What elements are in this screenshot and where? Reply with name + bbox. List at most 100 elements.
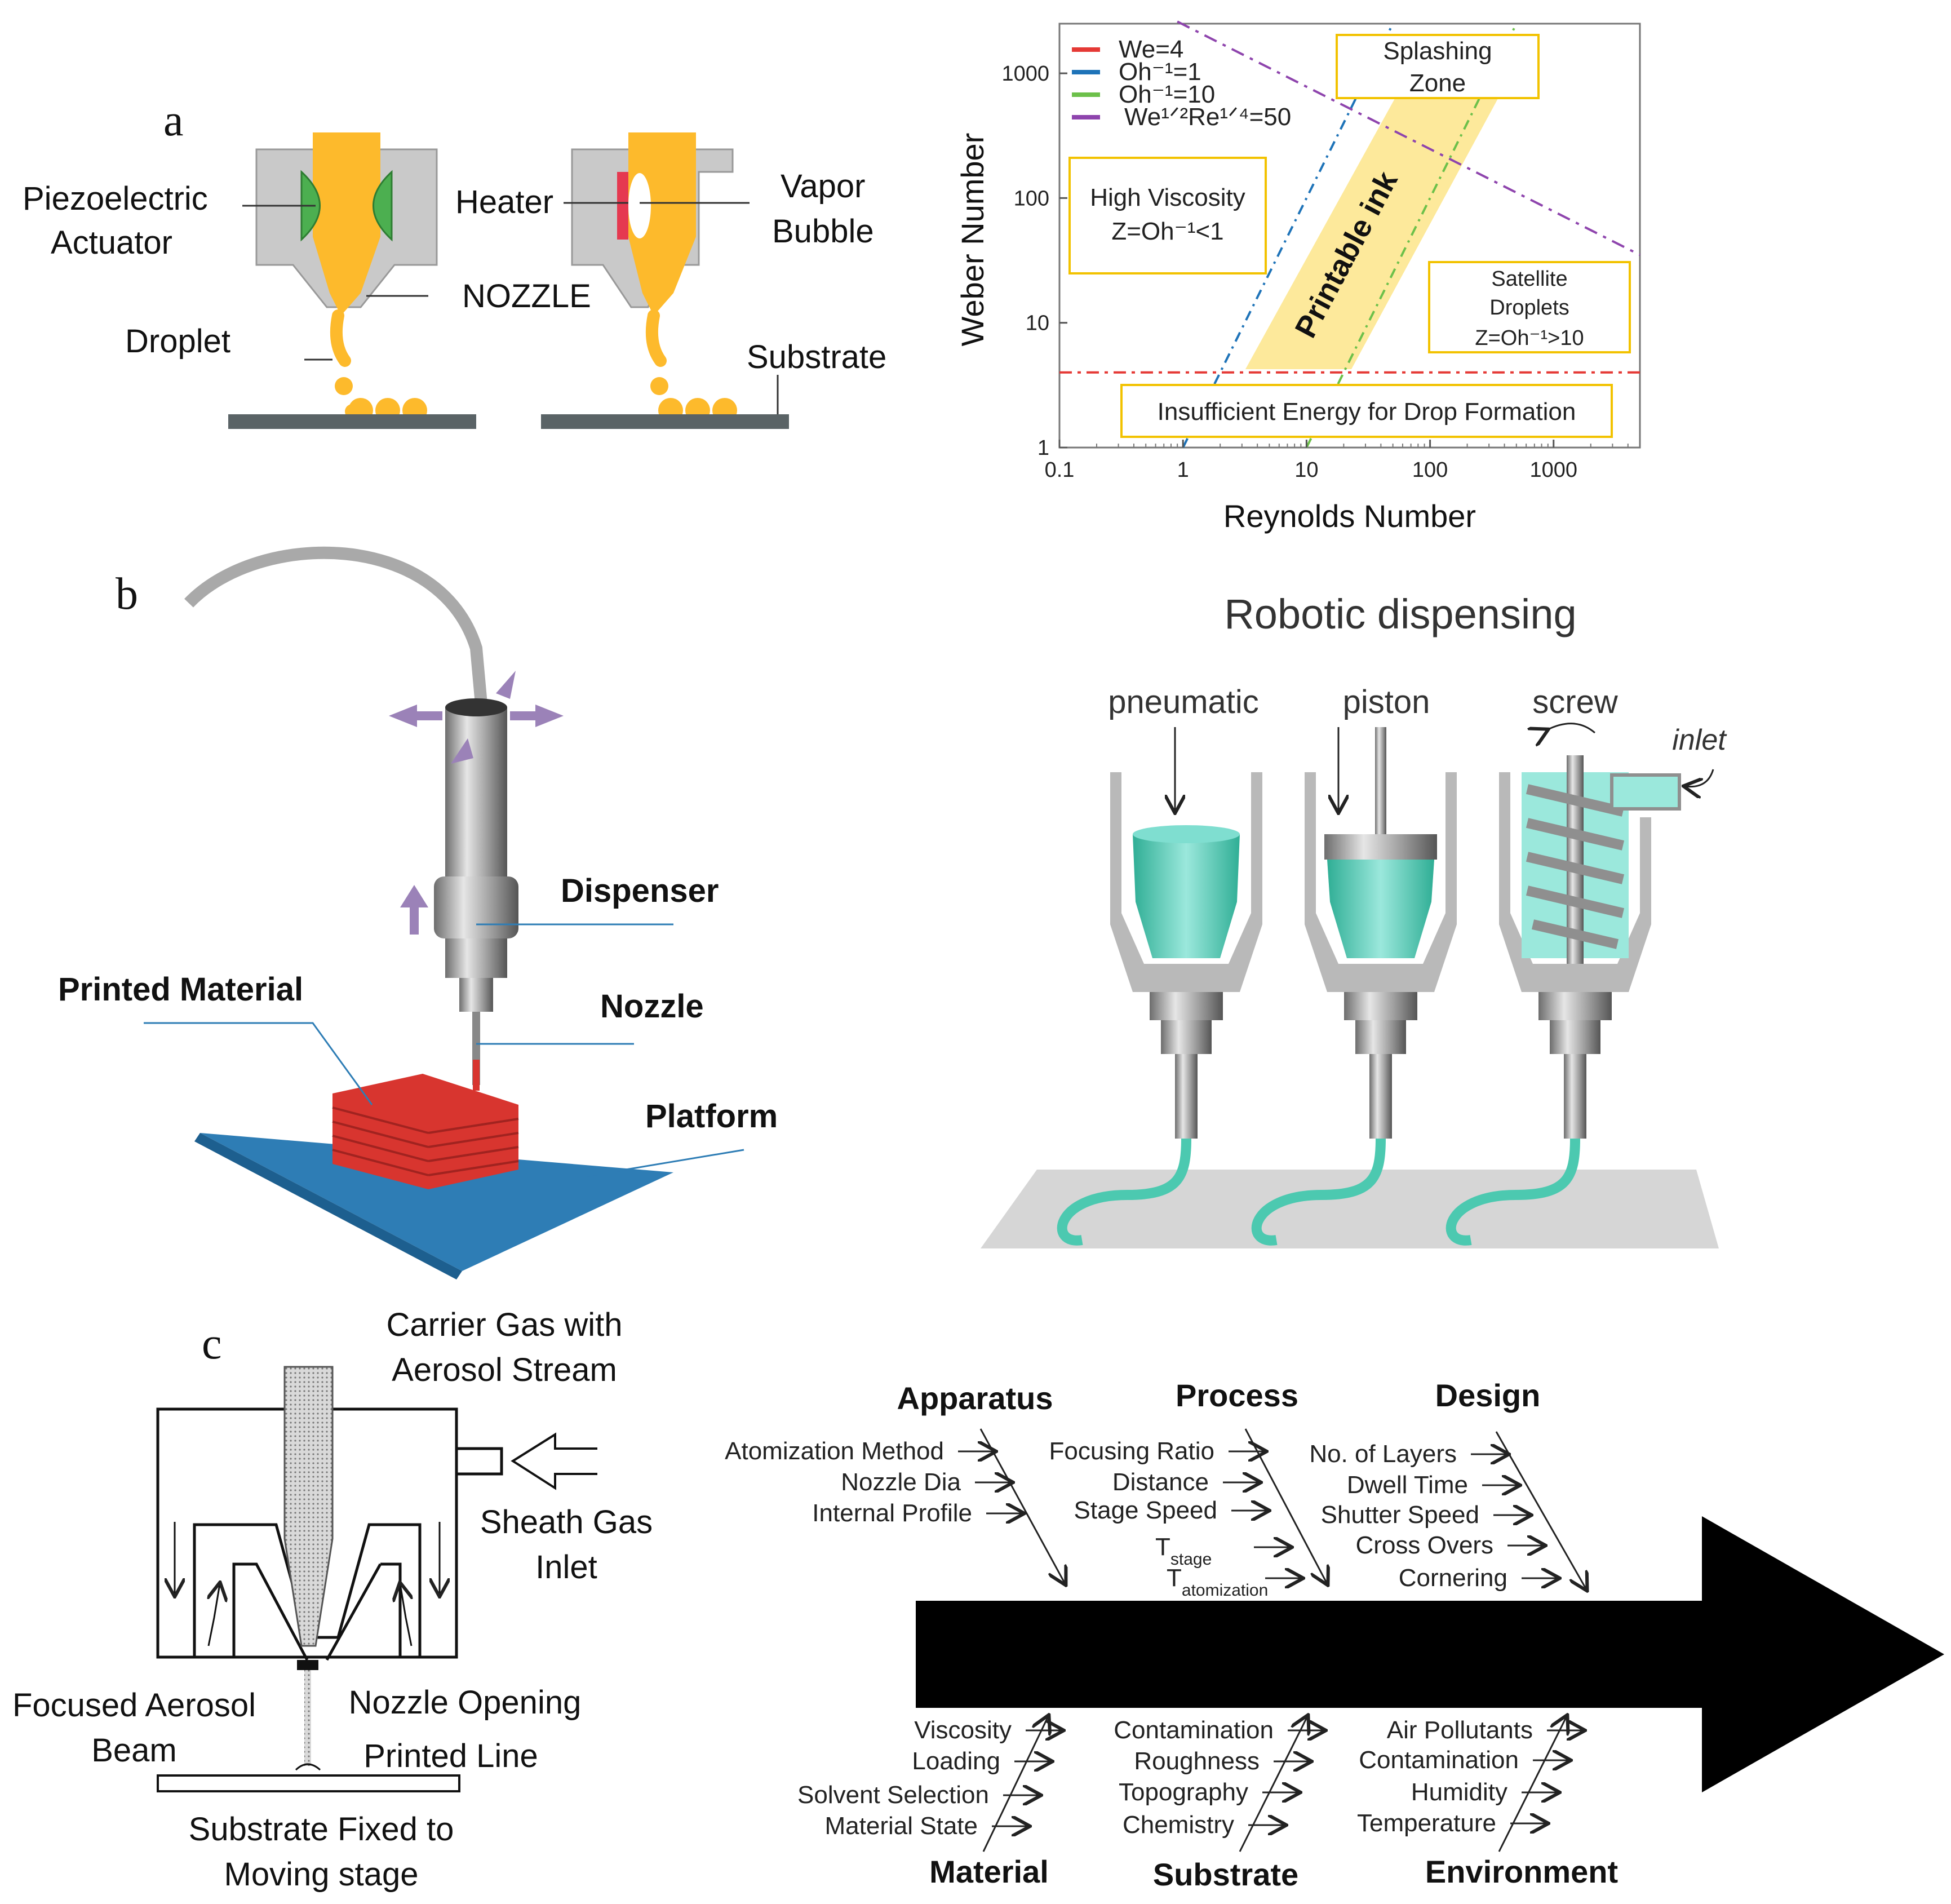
substrate-label: Substrate [747,339,886,375]
piston-dispenser [1251,727,1457,1246]
cause-label: Viscosity [914,1716,1012,1744]
legend-label-0: We=4 [1119,36,1183,63]
cause-label: Contamination [1114,1716,1274,1744]
robotic-title: Robotic dispensing [1224,591,1576,637]
piezo-label-1: Piezoelectric [23,180,208,217]
inkjet-schematic: a [23,96,886,429]
category-material: Material [929,1854,1049,1889]
legend: We=4 Oh⁻¹=1 Oh⁻¹=10 We¹ᐟ²Re¹ᐟ⁴=50 [1072,36,1291,131]
splashing-label-2: Zone [1409,69,1466,97]
cause-label: Atomization Method [725,1437,944,1465]
category-design: Design [1435,1378,1541,1413]
cause-label: Cross Overs [1356,1531,1493,1559]
piezo-label-2: Actuator [51,224,172,261]
y-tick-label: 1000 [1001,62,1049,86]
cause-label: Dwell Time [1347,1471,1468,1499]
cause-label: Topography [1119,1778,1248,1806]
high-viscosity-label-2: Z=Oh⁻¹<1 [1111,218,1223,245]
cause-label: Roughness [1134,1747,1260,1775]
nozzle-label-b: Nozzle [600,988,704,1025]
droplet [335,377,353,395]
actuator-right [373,170,393,242]
cause-label: Nozzle Dia [841,1468,961,1496]
cause-label: Tatomization [1167,1564,1268,1600]
dispenser-label: Dispenser [561,873,719,909]
cause-label: Shutter Speed [1321,1501,1479,1529]
splashing-label-1: Splashing [1383,37,1492,65]
carrier-gas-label-2: Aerosol Stream [392,1352,617,1388]
feed-tube [184,546,488,711]
dispense-floor [981,1170,1719,1248]
high-viscosity-label-1: High Viscosity [1090,184,1245,211]
insufficient-label: Insufficient Energy for Drop Formation [1158,398,1576,426]
branch-bone [1495,1431,1586,1589]
leader-lines [242,202,779,414]
branch-bone [1498,1716,1567,1852]
motion-arrows [389,671,564,935]
aerosol-jet-schematic: c Carrier Gas with Aerosol Stream Sheath… [12,1307,653,1893]
cause-label: Material State [825,1812,978,1840]
piezo-printhead [228,132,476,429]
category-apparatus: Apparatus [897,1380,1053,1416]
cause-label: Tstage [1155,1533,1212,1569]
panel-label-b: b [116,569,138,619]
x-tick-label: 1000 [1530,458,1578,482]
satellite-box [1428,261,1631,353]
regime-lines [1059,20,1640,448]
y-tick-label: 10 [1026,312,1049,335]
focused-beam-label-1: Focused Aerosol [12,1687,256,1724]
legend-label-2: Oh⁻¹=10 [1119,81,1215,108]
sheath-gas-label-1: Sheath Gas [480,1504,653,1540]
sheath-gas-label-2: Inlet [535,1549,597,1586]
x-tick-label: 10 [1294,458,1318,482]
x-tick-label: 0.1 [1045,458,1075,482]
substrate-bar [228,414,476,429]
ink-channel [313,132,380,316]
vapor-label-1: Vapor [781,168,865,205]
substrate-stage-label-1: Substrate Fixed to [189,1811,454,1848]
thermal-printhead [541,132,789,429]
droplet-label: Droplet [125,323,230,360]
heater-element [617,172,628,240]
extrusion-leaders [144,923,744,1179]
high-viscosity-box [1068,157,1267,274]
screw-flights [1526,784,1625,949]
fishbone-spine-arrow [916,1516,1944,1792]
screw-dispenser [1445,723,1714,1246]
y-tick-label: 100 [1014,187,1049,210]
category-substrate: Substrate [1153,1857,1298,1892]
flow-arrows [175,1522,440,1771]
vapor-bubble [628,173,651,238]
platform-label: Platform [645,1098,778,1135]
nozzle-label: NOZZLE [462,278,591,315]
sheath-arrow [511,1432,597,1490]
pneumatic-dispenser [1057,727,1262,1246]
cause-label: No. of Layers [1309,1440,1457,1468]
x-tick-label: 1 [1177,458,1189,482]
cause-label: Cornering [1399,1564,1507,1592]
cause-label: Loading [912,1747,1000,1775]
atomizer-tube [283,1366,334,1647]
cause-label: Contamination [1359,1746,1519,1774]
printable-region [1245,99,1498,369]
cause-label: Distance [1112,1468,1209,1496]
piston-plunger [1324,834,1437,860]
cause-label: Air Pollutants [1387,1716,1533,1744]
printed-material [332,1074,519,1189]
cause-label: Temperature [1357,1809,1496,1837]
screw-inlet-port [1610,773,1681,811]
inner-channel [193,1523,422,1661]
cause-label: Stage Speed [1074,1496,1217,1524]
x-tick-label: 100 [1412,458,1448,482]
category-environment: Environment [1425,1854,1618,1889]
splashing-box [1336,34,1540,99]
nozzle-opening-label: Nozzle Opening [349,1684,582,1721]
branch-bone [982,1716,1048,1852]
cause-label: Solvent Selection [797,1781,989,1809]
legend-label-1: Oh⁻¹=1 [1119,58,1201,86]
satellite-label-1: Satellite [1491,267,1567,291]
